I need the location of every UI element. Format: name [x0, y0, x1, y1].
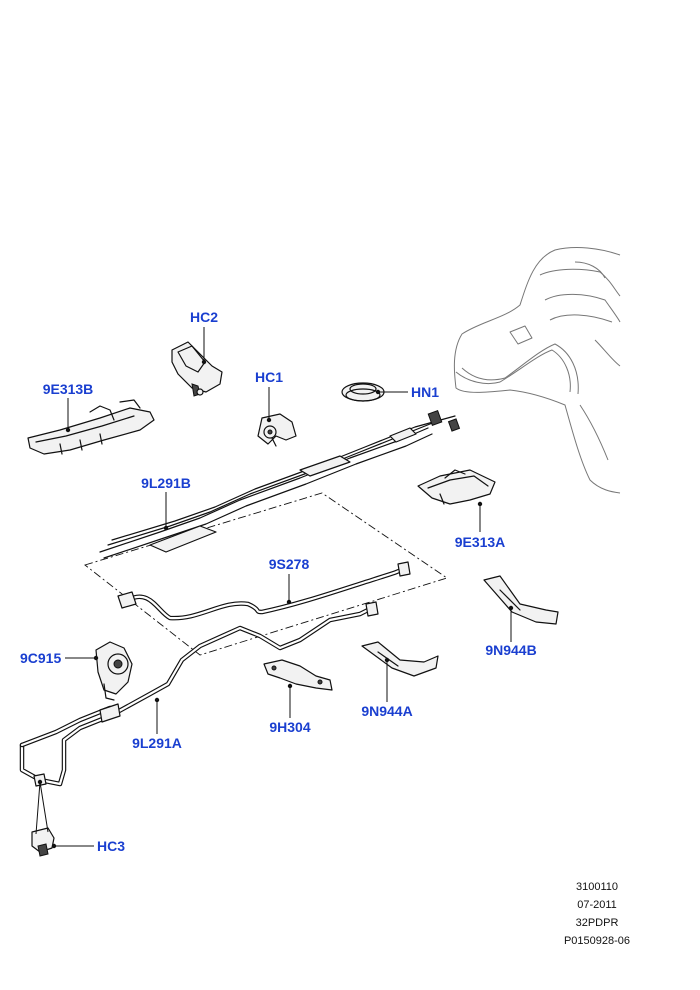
clip-hc3-part — [31, 773, 55, 857]
clip-hc2-part — [171, 341, 223, 397]
bracket-9n944b-part — [483, 575, 559, 625]
bracket-9n944a-part — [361, 641, 439, 677]
heat-shield-9e313b-part — [27, 399, 155, 455]
callout-hn1: HN1 — [411, 384, 439, 400]
footer-line-1: 3100110 — [576, 881, 618, 893]
callout-9h304: 9H304 — [269, 719, 310, 735]
clip-hc1-part — [257, 413, 297, 447]
assembly-boundary — [84, 492, 449, 656]
fuel-pipe-9s278-part — [117, 561, 411, 621]
callout-9e313a: 9E313A — [455, 534, 506, 550]
footer-line-4: P0150928-06 — [564, 935, 630, 947]
callout-9n944a: 9N944A — [361, 703, 412, 719]
bracket-9h304-part — [263, 659, 333, 691]
callout-9s278: 9S278 — [269, 556, 310, 572]
fuel-tank-outline — [453, 247, 621, 494]
callout-hc2: HC2 — [190, 309, 218, 325]
fuel-pipe-9l291b-part — [99, 410, 461, 559]
valve-9c915-part — [95, 641, 133, 701]
callout-9l291a: 9L291A — [132, 735, 182, 751]
footer-line-3: 32PDPR — [576, 917, 619, 929]
callout-hc1: HC1 — [255, 369, 283, 385]
callout-9e313b: 9E313B — [43, 381, 94, 397]
leader-lines — [35, 327, 514, 849]
footer-line-2: 07-2011 — [577, 899, 617, 911]
callout-9l291b: 9L291B — [141, 475, 191, 491]
callout-9n944b: 9N944B — [485, 642, 536, 658]
heat-shield-9e313a-part — [417, 469, 496, 505]
grommet-hn1-part — [341, 382, 385, 402]
fuel-pipe-9l291a-part — [19, 601, 379, 787]
callout-hc3: HC3 — [97, 838, 125, 854]
callout-9c915: 9C915 — [20, 650, 61, 666]
